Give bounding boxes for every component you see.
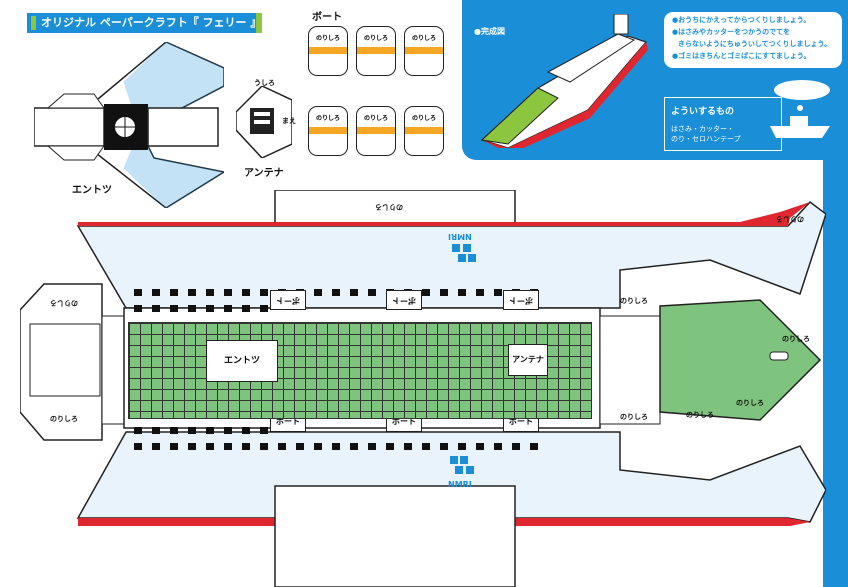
nmri-label-top: NMRI <box>448 232 472 241</box>
boat-slot-top-1: ボート <box>270 290 306 310</box>
windows-row-top-2 <box>134 297 278 316</box>
windows-row-bottom-2 <box>134 435 548 454</box>
antenna-net <box>236 86 292 158</box>
instruction-1: ●おうちにかえってからつくりしましょう。 <box>672 16 811 24</box>
completed-label: ●完成図 <box>474 27 505 36</box>
funnel-net <box>34 42 224 208</box>
glue-label-top-flap: のりしろ <box>375 203 403 211</box>
page-title: オリジナル ペーパークラフト『 フェリー 』 <box>27 13 262 33</box>
antenna-slot: アンテナ <box>508 344 548 376</box>
boat-5: のりしろ <box>356 106 396 156</box>
glue-label-bow-1: のりしろ <box>620 297 648 305</box>
nmri-logo-bottom <box>450 456 474 474</box>
funnel-slot: エントツ <box>206 340 278 382</box>
windows-row-bottom-1 <box>134 419 278 438</box>
glue-label-bow-5: のりしろ <box>620 413 648 421</box>
funnel-label: エントツ <box>72 185 112 196</box>
ship-icon <box>770 80 830 138</box>
instruction-4: ●ゴミはきちんとゴミばこにすてましょう。 <box>672 52 811 60</box>
antenna-label: アンテナ <box>244 168 284 179</box>
boat-slot-top-2: ボート <box>386 290 422 310</box>
materials-item-2: のり・セロハンテープ <box>671 135 741 143</box>
glue-label-left-top: のりしろ <box>50 299 78 307</box>
boat-section-label: ボート <box>312 12 342 23</box>
boat-1: のりしろ <box>308 26 348 76</box>
glue-label-left-bottom: のりしろ <box>50 415 78 423</box>
nmri-label-bottom: NMRI <box>448 480 472 489</box>
antenna-back-label: うしろ <box>254 79 275 87</box>
materials-item-1: はさみ・カッター・ <box>671 125 734 133</box>
glue-label-stern-top: のりしろ <box>776 215 804 223</box>
instructions-box: ●おうちにかえってからつくりしましょう。 ●はさみやカッターをつかうのでてを き… <box>664 12 842 68</box>
antenna-front-label: まえ <box>282 117 296 125</box>
glue-label-bow-4: のりしろ <box>782 335 810 343</box>
boat-4: のりしろ <box>308 106 348 156</box>
ferry-illustration <box>480 14 648 148</box>
materials-title: よういするもの <box>671 107 735 117</box>
glue-label-bow-2: のりしろ <box>686 411 714 419</box>
nmri-logo-top <box>452 244 476 262</box>
instruction-3: きらないようにちゅういしてつくりしましょう。 <box>678 40 832 48</box>
glue-label-bow-3: のりしろ <box>736 399 764 407</box>
boat-6: のりしろ <box>404 106 444 156</box>
boat-2: のりしろ <box>356 26 396 76</box>
boat-slot-top-3: ボート <box>503 290 539 310</box>
boat-3: のりしろ <box>404 26 444 76</box>
info-panel-strip <box>823 160 848 587</box>
instruction-2: ●はさみやカッターをつかうのでてを <box>672 28 790 36</box>
materials-box: よういするもの はさみ・カッター・ のり・セロハンテープ <box>664 97 782 151</box>
